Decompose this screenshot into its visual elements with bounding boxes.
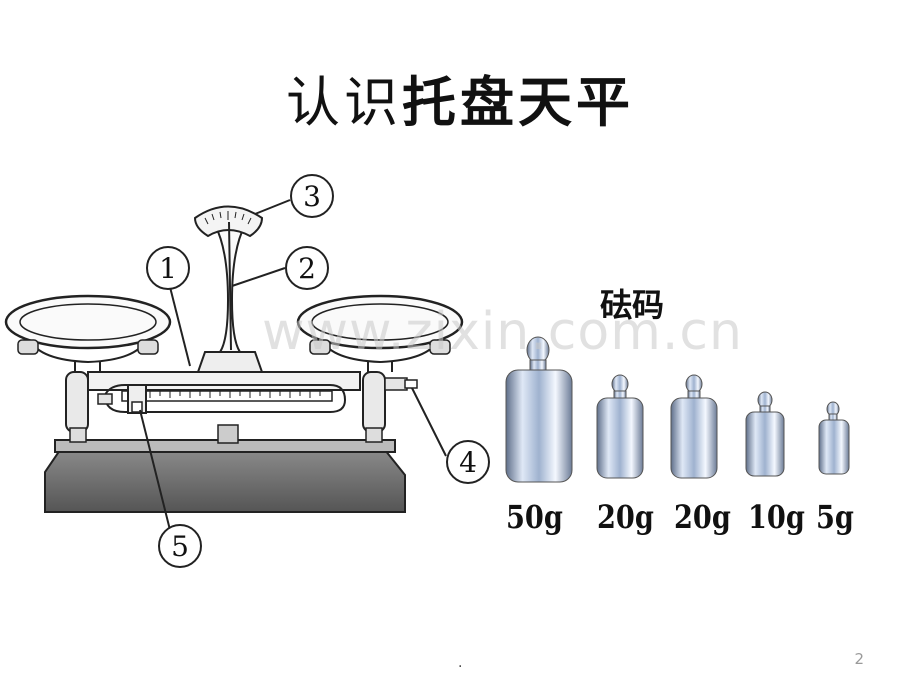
watermark: www.zixin.com.cn — [262, 302, 743, 362]
callout-5-label: 5 — [171, 530, 189, 563]
weight-20g-b — [670, 374, 718, 479]
callout-5-circle — [158, 524, 202, 568]
weight-20g-a — [596, 374, 644, 479]
callout-4-label: 4 — [459, 446, 477, 479]
callout-3-circle — [290, 174, 334, 218]
weight-label-20g-a: 20g — [597, 498, 654, 536]
callout-1-circle — [146, 246, 190, 290]
left-leg — [65, 371, 89, 433]
weight-label-20g-b: 20g — [674, 498, 731, 536]
callout-2-label: 2 — [298, 252, 316, 285]
weight-label-50g: 50g — [506, 498, 563, 536]
weight-10g — [745, 391, 785, 477]
weights-heading: 砝码 — [600, 286, 665, 324]
dial — [193, 205, 264, 238]
left-pan — [4, 294, 172, 372]
balancing-nut — [384, 377, 408, 391]
beam-scale — [121, 390, 333, 402]
weight-5g — [818, 401, 850, 475]
weight-label-5g: 5g — [816, 498, 854, 536]
weight-label-10g: 10g — [748, 498, 805, 536]
right-leg — [362, 371, 386, 433]
weight-50g — [505, 336, 573, 483]
slide-title: 认识托盘天平 — [0, 58, 920, 137]
title-part-1: 认识 — [286, 71, 402, 134]
footer-dot: . — [458, 655, 463, 671]
callout-1-label: 1 — [159, 252, 177, 285]
callout-4-circle — [446, 440, 490, 484]
callout-2-circle — [285, 246, 329, 290]
right-pan — [296, 294, 464, 372]
callout-3-label: 3 — [303, 180, 321, 213]
page-number: 2 — [854, 650, 864, 668]
title-part-2: 托盘天平 — [402, 71, 634, 134]
balance-base — [44, 449, 406, 513]
